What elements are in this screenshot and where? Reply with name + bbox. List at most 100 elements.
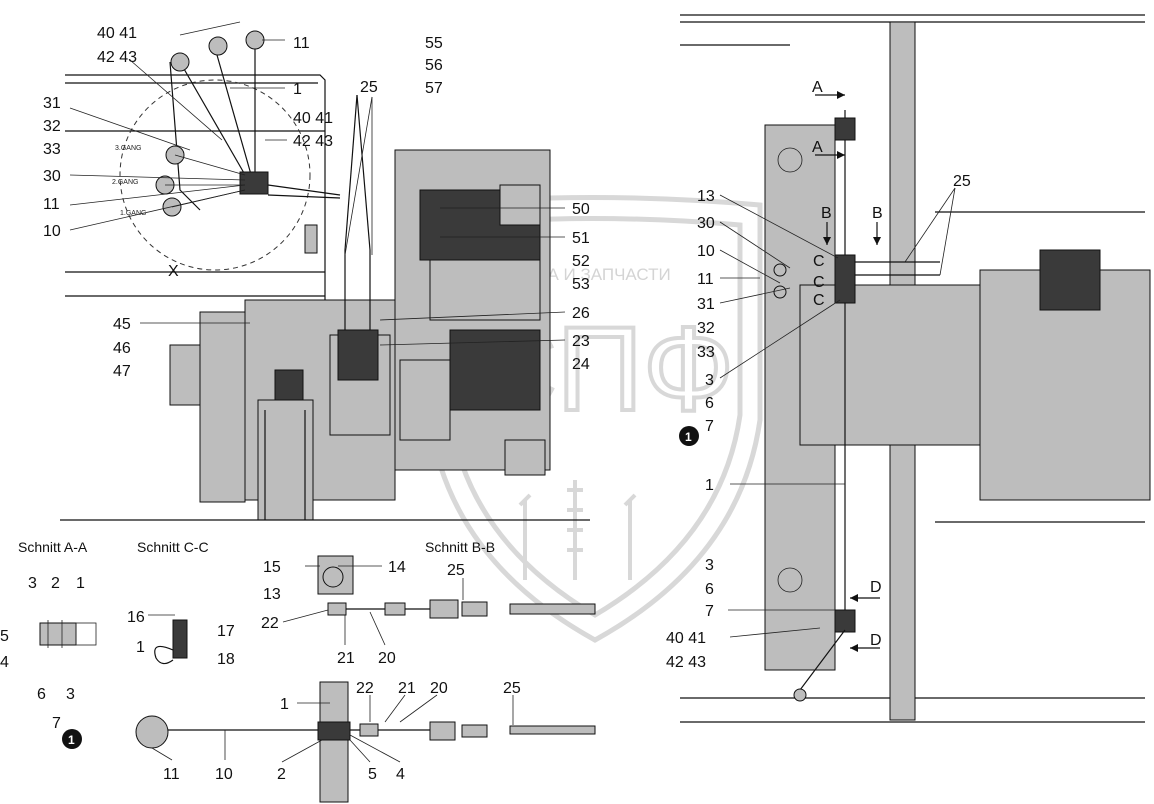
section-title-a: Schnitt A-A bbox=[18, 539, 88, 555]
callout-b-15: 15 bbox=[263, 559, 281, 576]
callout-bottom-4: 4 bbox=[396, 766, 405, 783]
callout-1-top: 1 bbox=[293, 81, 302, 98]
section-letter-b1: B bbox=[821, 205, 832, 222]
callout-a-5: 5 bbox=[0, 628, 9, 645]
callout-33: 33 bbox=[43, 141, 61, 158]
section-c-c: Schnitt C-C bbox=[137, 539, 209, 665]
callout-1-right: 1 bbox=[705, 477, 714, 494]
callout-c-16: 16 bbox=[127, 609, 145, 626]
gear-label-1: 1.GANG bbox=[120, 210, 146, 217]
callout-13-right: 13 bbox=[697, 188, 715, 205]
callout-25-mid: 25 bbox=[360, 79, 378, 96]
callout-b-13: 13 bbox=[263, 586, 281, 603]
callout-50: 50 bbox=[572, 201, 590, 218]
section-letter-c2: C bbox=[813, 274, 825, 291]
note-marker-left: 1 bbox=[62, 729, 82, 749]
callout-45: 45 bbox=[113, 316, 131, 333]
callout-b-21: 21 bbox=[337, 650, 355, 667]
callout-31: 31 bbox=[43, 95, 61, 112]
callout-31-right: 31 bbox=[697, 296, 715, 313]
callout-10: 10 bbox=[43, 223, 61, 240]
callout-23: 23 bbox=[572, 333, 590, 350]
gear-label-2: 2.GANG bbox=[112, 179, 138, 186]
section-a-a: Schnitt A-A bbox=[18, 539, 97, 648]
section-letter-a1: A bbox=[812, 79, 823, 96]
callout-c-18: 18 bbox=[217, 651, 235, 668]
callout-b-14: 14 bbox=[388, 559, 406, 576]
callout-3-right-low: 3 bbox=[705, 557, 714, 574]
callout-46: 46 bbox=[113, 340, 131, 357]
callout-40-41-top: 40 41 bbox=[97, 25, 137, 42]
callout-32: 32 bbox=[43, 118, 61, 135]
callout-7-right: 7 bbox=[705, 418, 714, 435]
callout-57: 57 bbox=[425, 80, 443, 97]
section-letter-d2: D bbox=[870, 632, 882, 649]
callout-53: 53 bbox=[572, 276, 590, 293]
callout-bottom-10: 10 bbox=[215, 766, 233, 783]
callout-bottom-2: 2 bbox=[277, 766, 286, 783]
callout-26: 26 bbox=[572, 305, 590, 322]
section-letter-x: X bbox=[168, 263, 179, 280]
callout-3-right: 3 bbox=[705, 372, 714, 389]
callout-11-mid: 11 bbox=[43, 196, 60, 213]
callout-25-right: 25 bbox=[953, 173, 971, 190]
callout-c-1: 1 bbox=[136, 639, 145, 656]
note-marker-right: 1 bbox=[679, 426, 699, 446]
callout-30: 30 bbox=[43, 168, 61, 185]
callout-32-right: 32 bbox=[697, 320, 715, 337]
callout-a-3: 3 bbox=[28, 575, 37, 592]
callout-24: 24 bbox=[572, 356, 590, 373]
callout-a-7: 7 bbox=[52, 715, 61, 732]
callout-47: 47 bbox=[113, 363, 131, 380]
callout-a-3b: 3 bbox=[66, 686, 75, 703]
callout-a-4: 4 bbox=[0, 654, 9, 671]
callout-30-right: 30 bbox=[697, 215, 715, 232]
callout-42-43-mid: 42 43 bbox=[293, 133, 333, 150]
callout-c-17: 17 bbox=[217, 623, 235, 640]
callout-52: 52 bbox=[572, 253, 590, 270]
callout-7-right-low: 7 bbox=[705, 603, 714, 620]
note-marker-right-text: 1 bbox=[685, 430, 692, 444]
callout-42-43-right: 42 43 bbox=[666, 654, 706, 671]
callout-b-25: 25 bbox=[447, 562, 465, 579]
section-title-b: Schnitt B-B bbox=[425, 539, 495, 555]
callout-bottom-25: 25 bbox=[503, 680, 521, 697]
section-letter-c3: C bbox=[813, 292, 825, 309]
callout-55: 55 bbox=[425, 35, 443, 52]
shift-lever-view: 3.GANG 2.GANG 1.GANG X bbox=[65, 21, 341, 330]
frame-top-view: A A B B C C C D D bbox=[680, 14, 1151, 723]
callout-10-right: 10 bbox=[697, 243, 715, 260]
callout-b-20: 20 bbox=[378, 650, 396, 667]
callout-a-6: 6 bbox=[37, 686, 46, 703]
section-letter-c1: C bbox=[813, 253, 825, 270]
callout-6-right: 6 bbox=[705, 395, 714, 412]
section-title-c: Schnitt C-C bbox=[137, 539, 209, 555]
callout-42-43-top: 42 43 bbox=[97, 49, 137, 66]
callout-6-right-low: 6 bbox=[705, 581, 714, 598]
callout-11-right: 11 bbox=[697, 271, 714, 288]
callout-33-right: 33 bbox=[697, 344, 715, 361]
section-letter-d1: D bbox=[870, 579, 882, 596]
leader-lines bbox=[69, 39, 956, 763]
section-letter-a2: A bbox=[812, 139, 823, 156]
callout-56: 56 bbox=[425, 57, 443, 74]
callout-b-22: 22 bbox=[261, 615, 279, 632]
callout-40-41-right: 40 41 bbox=[666, 630, 706, 647]
engine-gearbox-view bbox=[60, 94, 590, 521]
gear-label-3: 3.GANG bbox=[115, 145, 141, 152]
bottom-rod-view bbox=[135, 681, 596, 803]
callout-labels: 40 41 42 43 11 1 31 32 33 30 11 10 55 56… bbox=[0, 25, 971, 783]
section-b-b: Schnitt B-B bbox=[317, 539, 596, 619]
callout-51: 51 bbox=[572, 230, 590, 247]
callout-a-2: 2 bbox=[51, 575, 60, 592]
callout-bottom-21: 21 bbox=[398, 680, 416, 697]
callout-bottom-22: 22 bbox=[356, 680, 374, 697]
callout-bottom-20: 20 bbox=[430, 680, 448, 697]
section-letter-b2: B bbox=[872, 205, 883, 222]
callout-a-1: 1 bbox=[76, 575, 85, 592]
note-marker-left-text: 1 bbox=[68, 733, 75, 747]
callout-bottom-5: 5 bbox=[368, 766, 377, 783]
callout-bottom-1: 1 bbox=[280, 696, 289, 713]
callout-11-top: 11 bbox=[293, 35, 310, 52]
